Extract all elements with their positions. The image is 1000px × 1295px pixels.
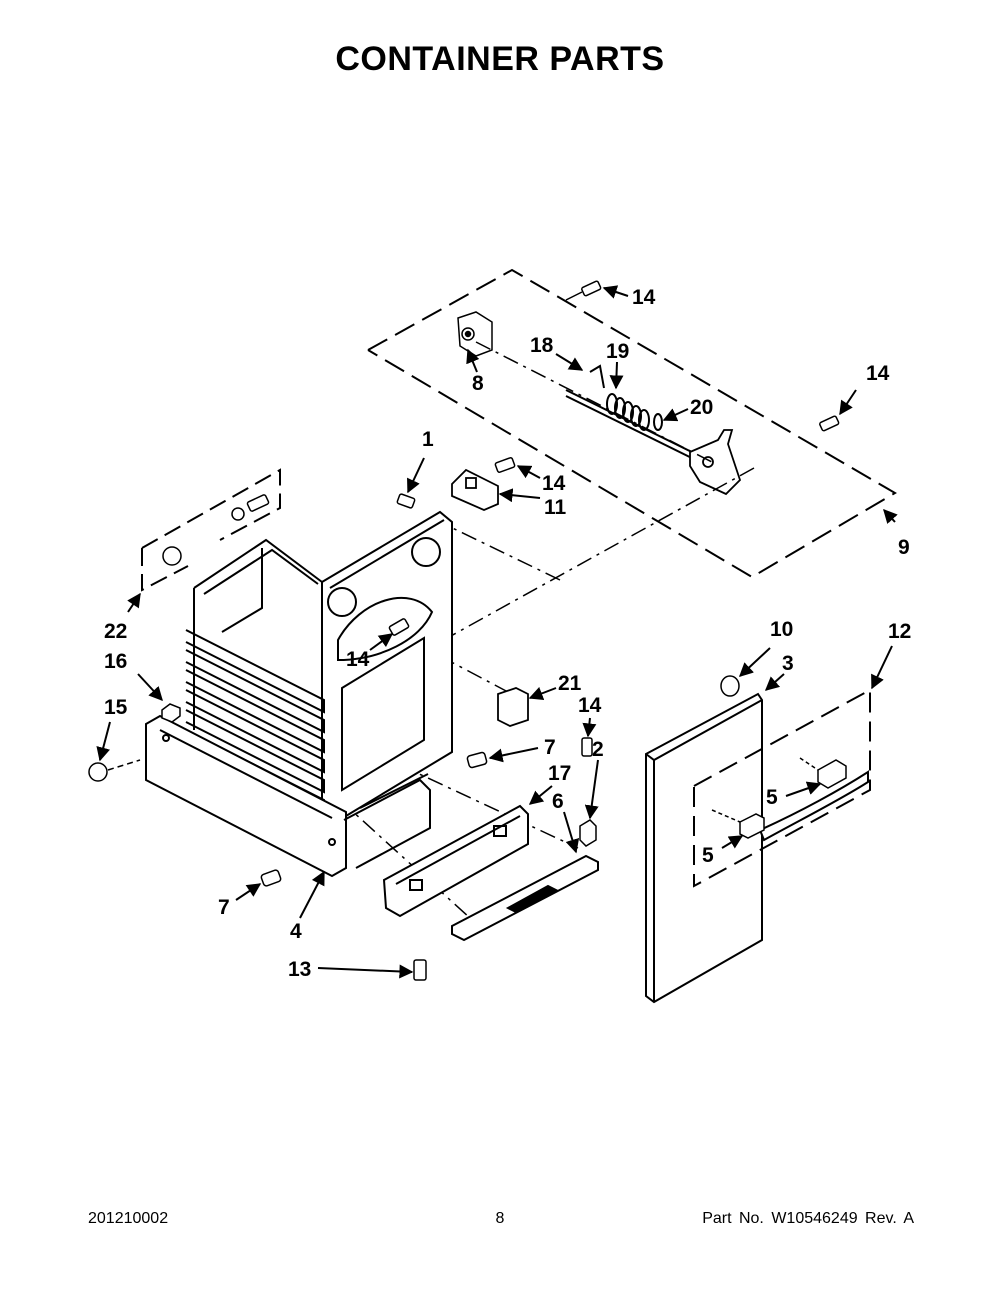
screw-14-bracket: [494, 457, 516, 473]
callout-7-upper: 7: [544, 736, 556, 759]
leader-7-upper: [488, 747, 539, 763]
bumper-10: [720, 675, 740, 697]
screw-14-inner: [388, 618, 410, 636]
callout-9: 9: [898, 536, 910, 559]
leader-12: [871, 645, 893, 690]
callout-13: 13: [288, 958, 311, 981]
callout-11: 11: [544, 496, 567, 519]
leader-14-inner: [369, 633, 394, 651]
bracket-21: [497, 687, 529, 727]
group-box-22: [141, 468, 281, 592]
callout-8: 8: [472, 372, 484, 395]
knob-22: [162, 494, 270, 566]
handle-12: [758, 770, 869, 842]
callout-14-clip: 14: [578, 694, 602, 717]
callout-14-bracket: 14: [542, 472, 566, 495]
front-panel-17: [382, 804, 529, 918]
container-cabinet: [145, 510, 453, 878]
footer-part-info: Part No. W10546249 Rev. A: [702, 1210, 914, 1227]
clip-2: [579, 819, 597, 847]
bolt-15: [88, 759, 141, 782]
screw-14-clip: [581, 737, 593, 757]
hinge-bracket-8: [457, 311, 493, 357]
screw-7-upper: [466, 751, 488, 769]
callout-19: 19: [606, 340, 629, 363]
leader-14-clip: [582, 717, 597, 738]
leader-17: [528, 785, 553, 805]
alignment-lines: [339, 341, 755, 919]
callout-4: 4: [290, 920, 302, 943]
leader-22: [127, 592, 141, 613]
leader-14-right: [839, 389, 857, 416]
callout-6: 6: [552, 790, 564, 813]
subassembly-box-9: [367, 268, 897, 579]
nut-16: [161, 703, 181, 723]
callout-5-upper: 5: [766, 786, 778, 809]
callout-1: 1: [422, 428, 434, 451]
leader-6: [563, 811, 580, 854]
leader-8: [466, 348, 480, 373]
end-cap-5-lower: [711, 809, 765, 839]
footer-page-number: 8: [495, 1210, 505, 1227]
callout-14-right: 14: [866, 362, 890, 385]
callout-5-lower: 5: [702, 844, 714, 867]
callout-20: 20: [690, 396, 713, 419]
callout-12: 12: [888, 620, 911, 643]
footer-doc-number: 201210002: [88, 1210, 169, 1227]
leader-19: [609, 361, 624, 390]
callout-14-top: 14: [632, 286, 656, 309]
screw-7-lower: [260, 869, 282, 887]
toe-kick-6: [451, 854, 599, 942]
leader-9: [883, 508, 898, 525]
leader-14-bracket: [516, 465, 541, 479]
callout-21: 21: [558, 672, 582, 695]
page-title: CONTAINER PARTS: [335, 40, 665, 78]
screw-14-top: [565, 280, 602, 301]
handle-group-12: [693, 688, 871, 888]
callout-14-inner: 14: [346, 648, 370, 671]
leader-5-upper: [785, 781, 822, 797]
screw-14-right: [819, 415, 840, 432]
callout-22: 22: [104, 620, 127, 643]
bracket-11: [451, 468, 499, 511]
leader-10: [738, 647, 771, 677]
leader-4: [299, 870, 325, 919]
leader-21: [528, 686, 557, 701]
callout-2: 2: [592, 738, 604, 761]
leader-20: [662, 408, 689, 422]
leader-18: [555, 353, 584, 371]
leader-16: [137, 673, 163, 702]
callout-10: 10: [770, 618, 793, 641]
spring-19: [606, 393, 650, 431]
screw-13: [413, 959, 427, 981]
callout-15: 15: [104, 696, 128, 719]
washer-20: [653, 413, 663, 431]
mounting-plate: [689, 429, 742, 496]
callout-16: 16: [104, 650, 127, 673]
leader-2: [584, 759, 599, 820]
leader-14-top: [602, 285, 629, 299]
leader-7-lower: [235, 883, 262, 901]
callout-3: 3: [782, 652, 794, 675]
screw-1: [396, 493, 416, 509]
callout-7-lower: 7: [218, 896, 230, 919]
leader-5-lower: [721, 835, 744, 849]
end-cap-5-upper: [799, 757, 847, 789]
callout-17: 17: [548, 762, 571, 785]
door-3: [645, 692, 763, 1004]
callout-18: 18: [530, 334, 554, 357]
leader-1: [407, 457, 425, 494]
leader-3: [764, 673, 785, 691]
leader-15: [96, 721, 111, 762]
leader-13: [317, 964, 414, 979]
leader-11: [498, 488, 541, 503]
